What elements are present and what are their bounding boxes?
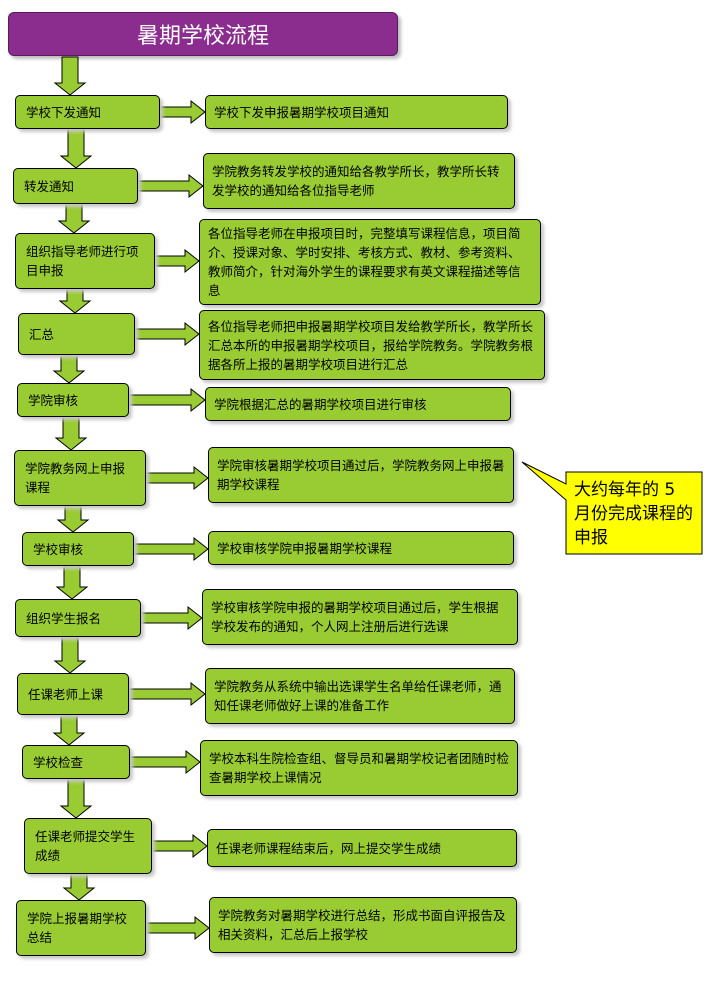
step-box: 组织学生报名 (15, 599, 141, 637)
step-description-box: 学院审核暑期学校项目通过后，学院教务网上申报暑期学校课程 (208, 447, 514, 503)
down-arrow (59, 778, 93, 819)
down-arrow (57, 203, 91, 234)
callout-bubble (521, 461, 703, 555)
step-box: 学院审核 (17, 383, 129, 417)
down-arrow (53, 636, 87, 674)
right-arrow (154, 248, 200, 274)
down-arrow (55, 565, 89, 600)
right-arrow (133, 536, 209, 562)
step-description-box: 学校审核学院申报暑期学校课程 (208, 531, 514, 565)
step-box: 转发通知 (13, 168, 138, 204)
right-arrow (140, 605, 203, 631)
step-description-box: 学校本科生院检查组、督导员和暑期学校记者团随时检查暑期学校上课情况 (200, 740, 518, 796)
page-title: 暑期学校流程 (8, 12, 398, 56)
step-description-box: 各位指导老师把申报暑期学校项目发给教学所长，教学所长汇总本所的申报暑期学校项目，… (199, 310, 545, 380)
down-arrow (54, 416, 88, 451)
down-arrow (58, 288, 92, 314)
right-arrow (128, 681, 206, 707)
step-description-box: 各位指导老师在申报项目时，完整填写课程信息，项目简介、授课对象、学时安排、考核方… (199, 219, 541, 305)
step-description-box: 学院教务从系统中输出选课学生名单给任课老师，通知任课老师做好上课的准备工作 (205, 668, 515, 724)
right-arrow (128, 387, 206, 413)
step-box: 学校下发通知 (15, 95, 160, 129)
step-description-box: 任课老师课程结束后，网上提交学生成绩 (207, 829, 517, 867)
right-arrow (159, 99, 206, 125)
step-box: 组织指导老师进行项目申报 (15, 233, 155, 289)
right-arrow (145, 465, 209, 491)
step-box: 任课老师上课 (17, 673, 129, 715)
down-arrow (52, 354, 86, 384)
callout-note: 大约每年的 5 月份完成课程的申报 (574, 480, 693, 548)
step-box: 学校检查 (22, 745, 130, 779)
step-description-box: 学校审核学院申报的暑期学校项目通过后，学生根据学校发布的通知，个人网上注册后进行… (202, 589, 518, 645)
down-arrow (59, 128, 93, 169)
right-arrow (134, 321, 200, 347)
right-arrow (129, 749, 201, 775)
right-arrow (137, 173, 204, 199)
down-arrow (62, 873, 96, 901)
right-arrow (151, 833, 208, 859)
step-description-box: 学校下发申报暑期学校项目通知 (205, 95, 508, 129)
step-box: 汇总 (18, 313, 135, 355)
step-box: 学校审核 (22, 532, 134, 566)
right-arrow (145, 915, 210, 941)
step-description-box: 学院教务对暑期学校进行总结，形成书面自评报告及相关资料，汇总后上报学校 (209, 897, 517, 953)
down-arrow (53, 56, 87, 96)
down-arrow (52, 714, 86, 746)
step-description-box: 学院教务转发学校的通知给各教学所长，教学所长转发学校的通知给各位指导老师 (203, 153, 515, 209)
down-arrow (56, 505, 90, 533)
step-box: 学院上报暑期学校总结 (16, 900, 146, 956)
step-description-box: 学院根据汇总的暑期学校项目进行审核 (205, 387, 511, 421)
step-box: 学院教务网上申报课程 (14, 450, 146, 506)
step-box: 任课老师提交学生成绩 (24, 818, 152, 874)
